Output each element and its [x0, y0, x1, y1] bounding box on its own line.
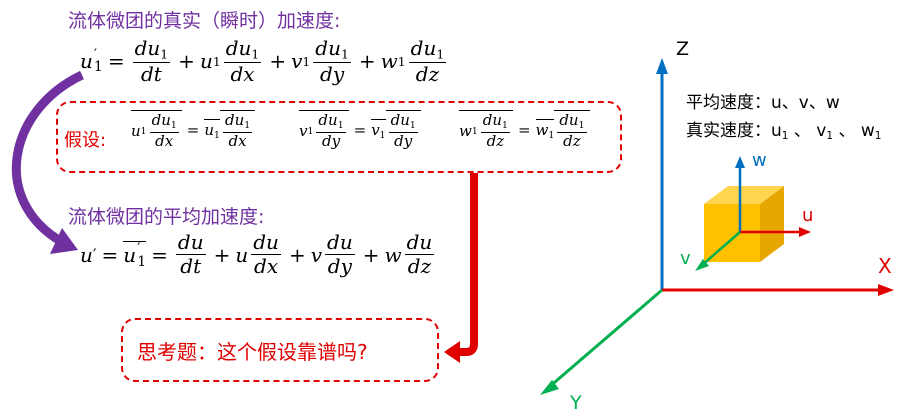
w-vector-label: w: [752, 150, 767, 171]
u-vector-head: [799, 227, 811, 237]
true-velocity-label: 真实速度：: [686, 121, 771, 141]
assumption-label: 假设:: [64, 130, 107, 151]
x-axis-label: X: [878, 254, 892, 278]
x-axis-head: [878, 284, 894, 296]
assumption-box: [56, 101, 622, 173]
y-axis-head: [540, 380, 559, 395]
question-box: [121, 318, 439, 382]
z-axis-head: [656, 58, 668, 74]
v-vector: [700, 231, 741, 267]
u-vector-label: u: [802, 205, 814, 226]
red-arrow-head: [444, 341, 460, 363]
y-axis-label: Y: [570, 392, 582, 414]
red-elbow-arrow: [458, 173, 478, 356]
heading-true-acceleration: 流体微团的真实（瞬时）加速度:: [68, 10, 341, 32]
cube-right: [760, 186, 784, 262]
question-text: 思考题：这个假设靠谱吗?: [137, 340, 368, 364]
cube-top: [704, 186, 784, 204]
w-vector-head: [735, 156, 745, 168]
heading-mean-acceleration: 流体微团的平均加速度:: [68, 206, 265, 228]
true-velocity-text: 真实速度：u1 、 v1 、 w1: [686, 121, 882, 143]
v-vector-head: [695, 259, 709, 271]
v-vector-label: v: [680, 248, 691, 269]
y-axis: [547, 288, 663, 390]
purple-arrow-head: [50, 228, 78, 254]
purple-curved-arrow: [11, 70, 84, 246]
z-axis-label: Z: [676, 38, 690, 60]
average-velocity-text: 平均速度：u、v、w: [686, 93, 840, 113]
